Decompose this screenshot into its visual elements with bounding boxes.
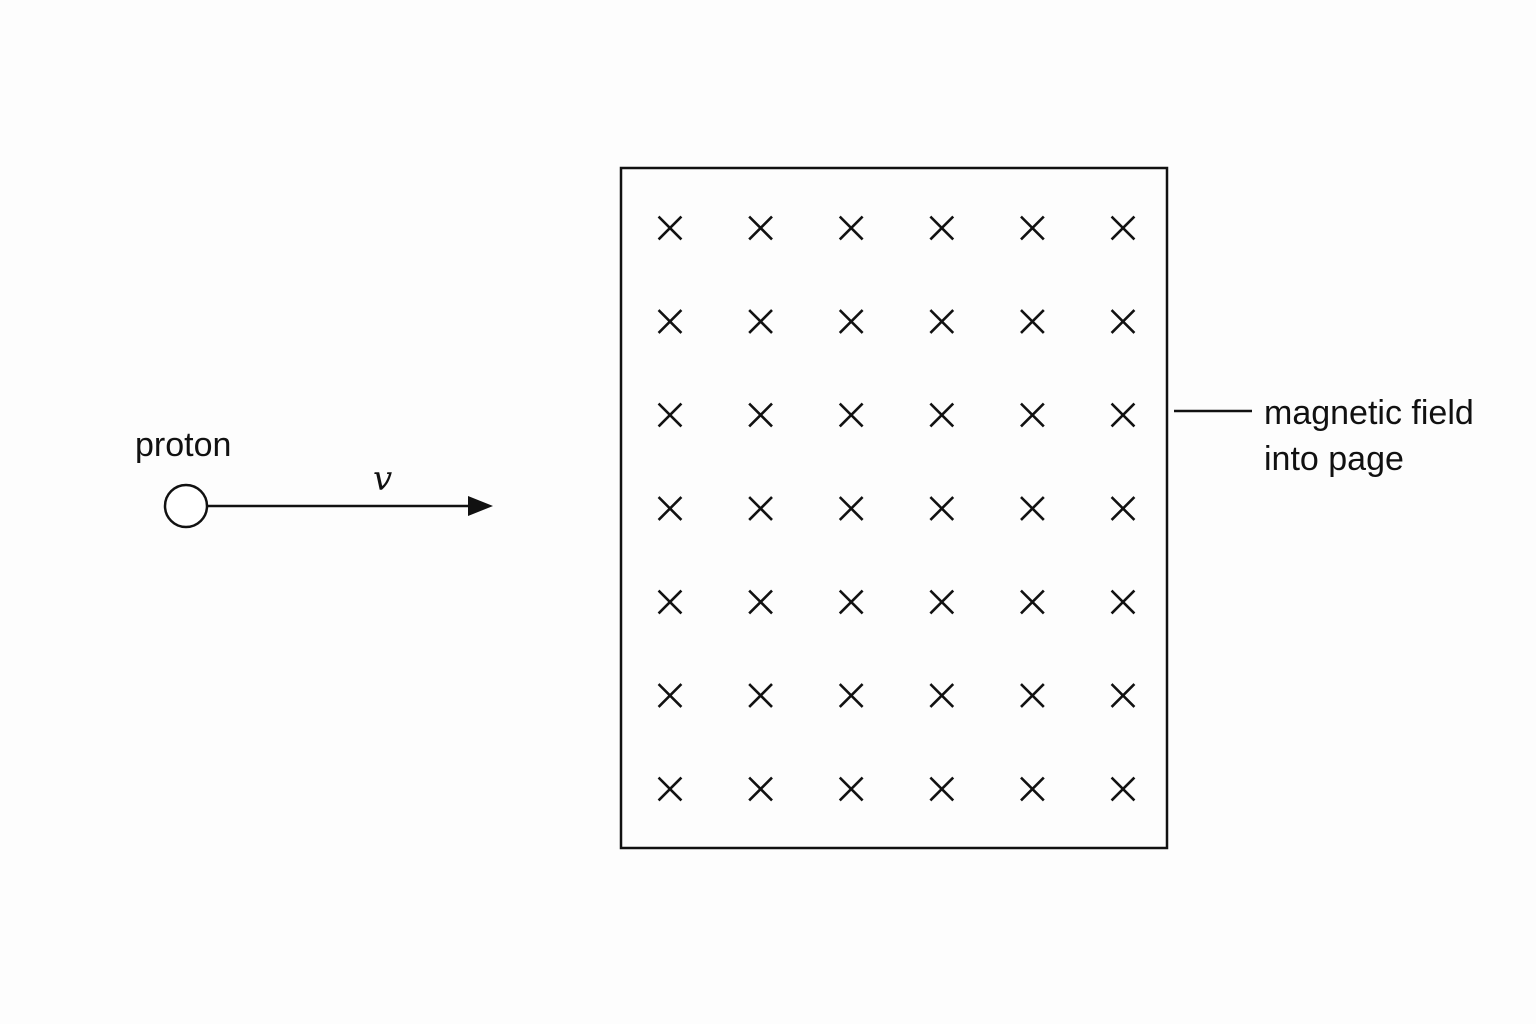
field-x-icon xyxy=(929,402,955,428)
field-x-stroke xyxy=(838,309,864,334)
field-x-icon xyxy=(929,776,955,802)
field-x-icon xyxy=(657,589,683,615)
field-x-stroke xyxy=(1020,309,1045,334)
field-x-icon xyxy=(657,215,683,241)
field-x-stroke xyxy=(748,776,773,802)
field-x-icon xyxy=(838,309,864,334)
field-x-stroke xyxy=(1110,589,1136,615)
field-x-stroke xyxy=(748,496,773,521)
field-x-icon xyxy=(748,402,773,428)
field-x-icon xyxy=(929,309,955,334)
field-x-icon xyxy=(748,215,773,241)
field-x-icon xyxy=(1020,776,1045,802)
field-x-stroke xyxy=(929,215,955,241)
field-x-icon xyxy=(838,215,864,241)
field-x-icon xyxy=(1110,683,1136,708)
field-x-icon xyxy=(1020,309,1045,334)
field-x-stroke xyxy=(929,309,955,334)
field-x-icon xyxy=(1110,776,1136,802)
field-x-icon xyxy=(929,496,955,521)
field-x-icon xyxy=(657,776,683,802)
field-x-stroke xyxy=(1110,496,1136,521)
field-x-stroke xyxy=(838,496,864,521)
field-x-icon xyxy=(1110,215,1136,241)
field-x-icon xyxy=(1020,496,1045,521)
field-x-stroke xyxy=(657,683,683,708)
field-x-icon xyxy=(838,776,864,802)
field-label-line2: into page xyxy=(1264,440,1404,478)
field-x-stroke xyxy=(657,309,683,334)
field-x-stroke xyxy=(1020,776,1045,802)
field-x-icon xyxy=(748,309,773,334)
field-x-stroke xyxy=(748,402,773,428)
field-x-icon xyxy=(1110,402,1136,428)
field-x-icon xyxy=(838,589,864,615)
field-x-stroke xyxy=(929,496,955,521)
field-x-icon xyxy=(748,683,773,708)
field-x-stroke xyxy=(657,402,683,428)
field-x-stroke xyxy=(748,683,773,708)
velocity-label: v xyxy=(373,459,392,499)
field-x-icon xyxy=(838,683,864,708)
field-region-box xyxy=(619,166,1169,850)
field-x-stroke xyxy=(1020,215,1045,241)
field-x-stroke xyxy=(748,309,773,334)
field-x-icon xyxy=(748,496,773,521)
field-marker-grid xyxy=(657,215,1136,802)
proton-label: proton xyxy=(135,426,231,464)
field-x-icon xyxy=(838,402,864,428)
field-x-icon xyxy=(929,589,955,615)
field-x-icon xyxy=(929,683,955,708)
field-x-stroke xyxy=(1110,683,1136,708)
field-x-stroke xyxy=(838,589,864,615)
field-x-stroke xyxy=(838,402,864,428)
field-x-stroke xyxy=(1110,402,1136,428)
field-x-stroke xyxy=(657,776,683,802)
field-x-stroke xyxy=(1110,309,1136,334)
field-x-icon xyxy=(1110,496,1136,521)
field-x-icon xyxy=(1020,589,1045,615)
field-x-stroke xyxy=(1110,776,1136,802)
field-x-stroke xyxy=(1020,589,1045,615)
field-x-stroke xyxy=(748,215,773,241)
velocity-arrow-icon xyxy=(207,496,493,516)
field-x-stroke xyxy=(838,776,864,802)
field-x-stroke xyxy=(929,402,955,428)
field-x-icon xyxy=(838,496,864,521)
field-x-icon xyxy=(748,589,773,615)
field-x-icon xyxy=(1110,309,1136,334)
field-x-icon xyxy=(1020,683,1045,708)
field-x-icon xyxy=(1020,402,1045,428)
field-x-icon xyxy=(657,496,683,521)
field-x-icon xyxy=(657,683,683,708)
field-x-stroke xyxy=(1110,215,1136,241)
field-label-line1: magnetic field xyxy=(1264,394,1474,432)
field-x-stroke xyxy=(657,589,683,615)
field-x-stroke xyxy=(748,589,773,615)
field-x-stroke xyxy=(838,683,864,708)
field-x-icon xyxy=(1020,215,1045,241)
field-x-icon xyxy=(657,402,683,428)
field-x-stroke xyxy=(657,215,683,241)
field-x-stroke xyxy=(929,589,955,615)
field-x-stroke xyxy=(657,496,683,521)
field-x-icon xyxy=(657,309,683,334)
field-x-stroke xyxy=(929,683,955,708)
field-x-stroke xyxy=(1020,402,1045,428)
field-x-icon xyxy=(748,776,773,802)
field-x-icon xyxy=(929,215,955,241)
field-x-stroke xyxy=(929,776,955,802)
field-x-icon xyxy=(1110,589,1136,615)
field-x-stroke xyxy=(1020,683,1045,708)
proton-circle-icon xyxy=(163,483,209,529)
field-x-stroke xyxy=(1020,496,1045,521)
field-x-stroke xyxy=(838,215,864,241)
velocity-arrow-head xyxy=(468,496,493,516)
